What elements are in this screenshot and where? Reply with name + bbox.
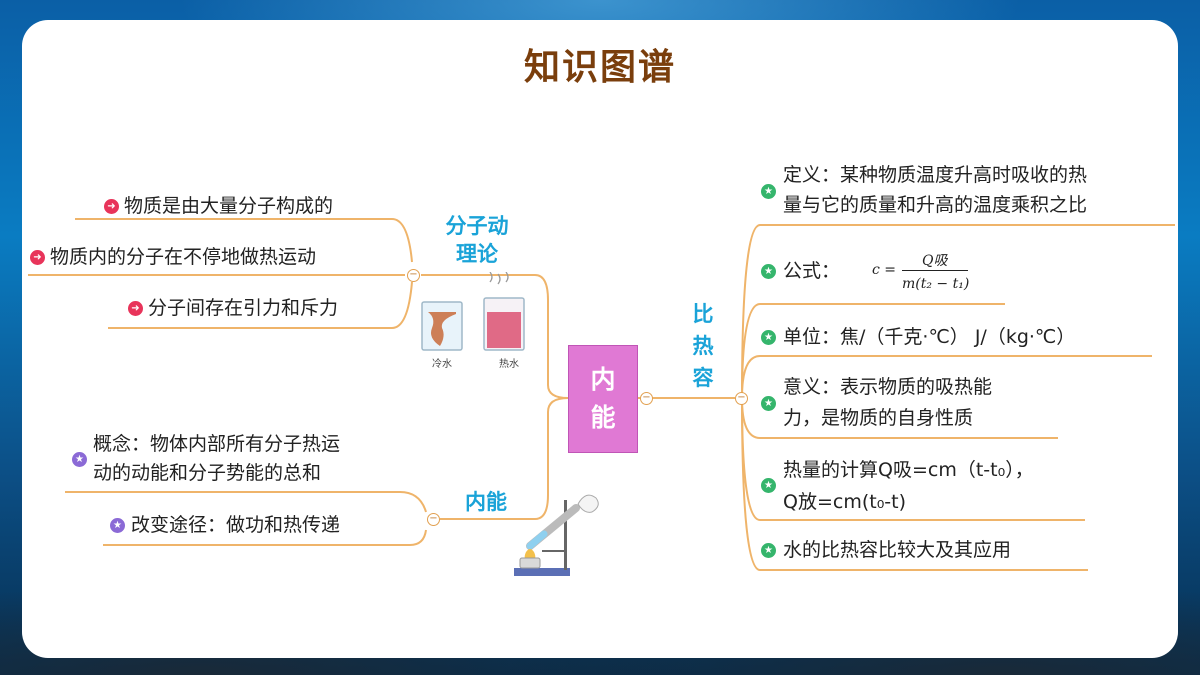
lt-item-2: 物质内的分子在不停地做热运动 [50, 246, 317, 268]
connector-r-2 [741, 303, 1005, 399]
beakers-illustration [421, 272, 525, 351]
branch-molecular-theory[interactable]: 分子动 理论 [430, 212, 524, 268]
star-bullet-icon: ★ [761, 478, 776, 493]
collapse-toggle-right[interactable]: − [735, 392, 748, 405]
page-title: 知识图谱 [523, 47, 676, 88]
collapse-toggle-lb[interactable]: − [427, 513, 440, 526]
lt-item-1: 物质是由大量分子构成的 [124, 195, 334, 217]
star-bullet-icon: ★ [761, 264, 776, 279]
r-item-4-line2: 力，是物质的自身性质 [783, 407, 974, 429]
branch-specific-heat-char2: 热 [692, 334, 714, 358]
test-tube-heating-illustration [514, 494, 599, 576]
content-card [22, 20, 1178, 658]
center-node-line1: 内 [590, 365, 616, 394]
r-item-1-line1: 定义：某种物质温度升高时吸收的热 [783, 164, 1088, 186]
star-bullet-icon: ★ [761, 543, 776, 558]
lt-item-3: 分子间存在引力和斥力 [148, 297, 339, 319]
branch-specific-heat-char1: 比 [692, 302, 714, 326]
formula-denominator: m(t₂ − t₁) [902, 276, 970, 292]
connector-lt-1 [75, 218, 413, 263]
connector-lt-trunk [421, 274, 569, 399]
connector-lb-1 [65, 491, 427, 513]
star-bullet-icon: ★ [761, 396, 776, 411]
r-item-4-line1: 意义：表示物质的吸热能 [783, 376, 993, 398]
r-item-3: 单位：焦/（千克·℃） J/（kg·℃） [783, 326, 1076, 348]
branch-specific-heat[interactable]: 比 热 容 [683, 298, 723, 394]
star-bullet-icon: ★ [110, 518, 125, 533]
beaker-cold-label: 冷水 [432, 359, 452, 370]
center-node-internal-energy[interactable]: 内 能 [568, 345, 638, 453]
formula-numerator: Q吸 [922, 253, 948, 269]
branch-specific-heat-char3: 容 [692, 366, 714, 390]
connector-lb-2 [103, 529, 427, 546]
beaker-hot-label: 热水 [499, 359, 519, 370]
arrow-bullet-icon: ➜ [104, 199, 119, 214]
lb-item-1-line2: 动的动能和分子势能的总和 [93, 462, 322, 484]
r-item-2-label: 公式： [783, 260, 841, 282]
connector-lb-trunk [440, 397, 569, 520]
lb-item-2: 改变途径：做功和热传递 [131, 514, 341, 536]
lb-item-1-line1: 概念：物体内部所有分子热运 [93, 433, 341, 455]
star-bullet-icon: ★ [761, 184, 776, 199]
r-item-6: 水的比热容比较大及其应用 [783, 539, 1012, 561]
collapse-toggle-center[interactable]: − [640, 392, 653, 405]
formula-fraction-bar [902, 270, 968, 271]
formula-lhs: c = [872, 262, 897, 278]
arrow-bullet-icon: ➜ [30, 250, 45, 265]
connector-r-6 [741, 397, 1088, 571]
r-item-5-line1: 热量的计算Q吸=cm（t-t₀）， [783, 459, 1034, 481]
branch-internal-energy[interactable]: 内能 [465, 490, 507, 514]
star-bullet-icon: ★ [761, 330, 776, 345]
r-item-5-line2: Q放=cm(t₀-t) [783, 491, 907, 513]
r-item-1-line2: 量与它的质量和升高的温度乘积之比 [783, 194, 1088, 216]
branch-molecular-theory-line1: 分子动 [445, 214, 509, 238]
arrow-bullet-icon: ➜ [128, 301, 143, 316]
collapse-toggle-lt[interactable]: − [407, 269, 420, 282]
connector-lt-3 [108, 281, 413, 329]
connector-r-3 [741, 355, 1152, 399]
branch-molecular-theory-line2: 理论 [456, 242, 498, 266]
center-node-line2: 能 [590, 403, 616, 432]
star-bullet-icon: ★ [72, 452, 87, 467]
